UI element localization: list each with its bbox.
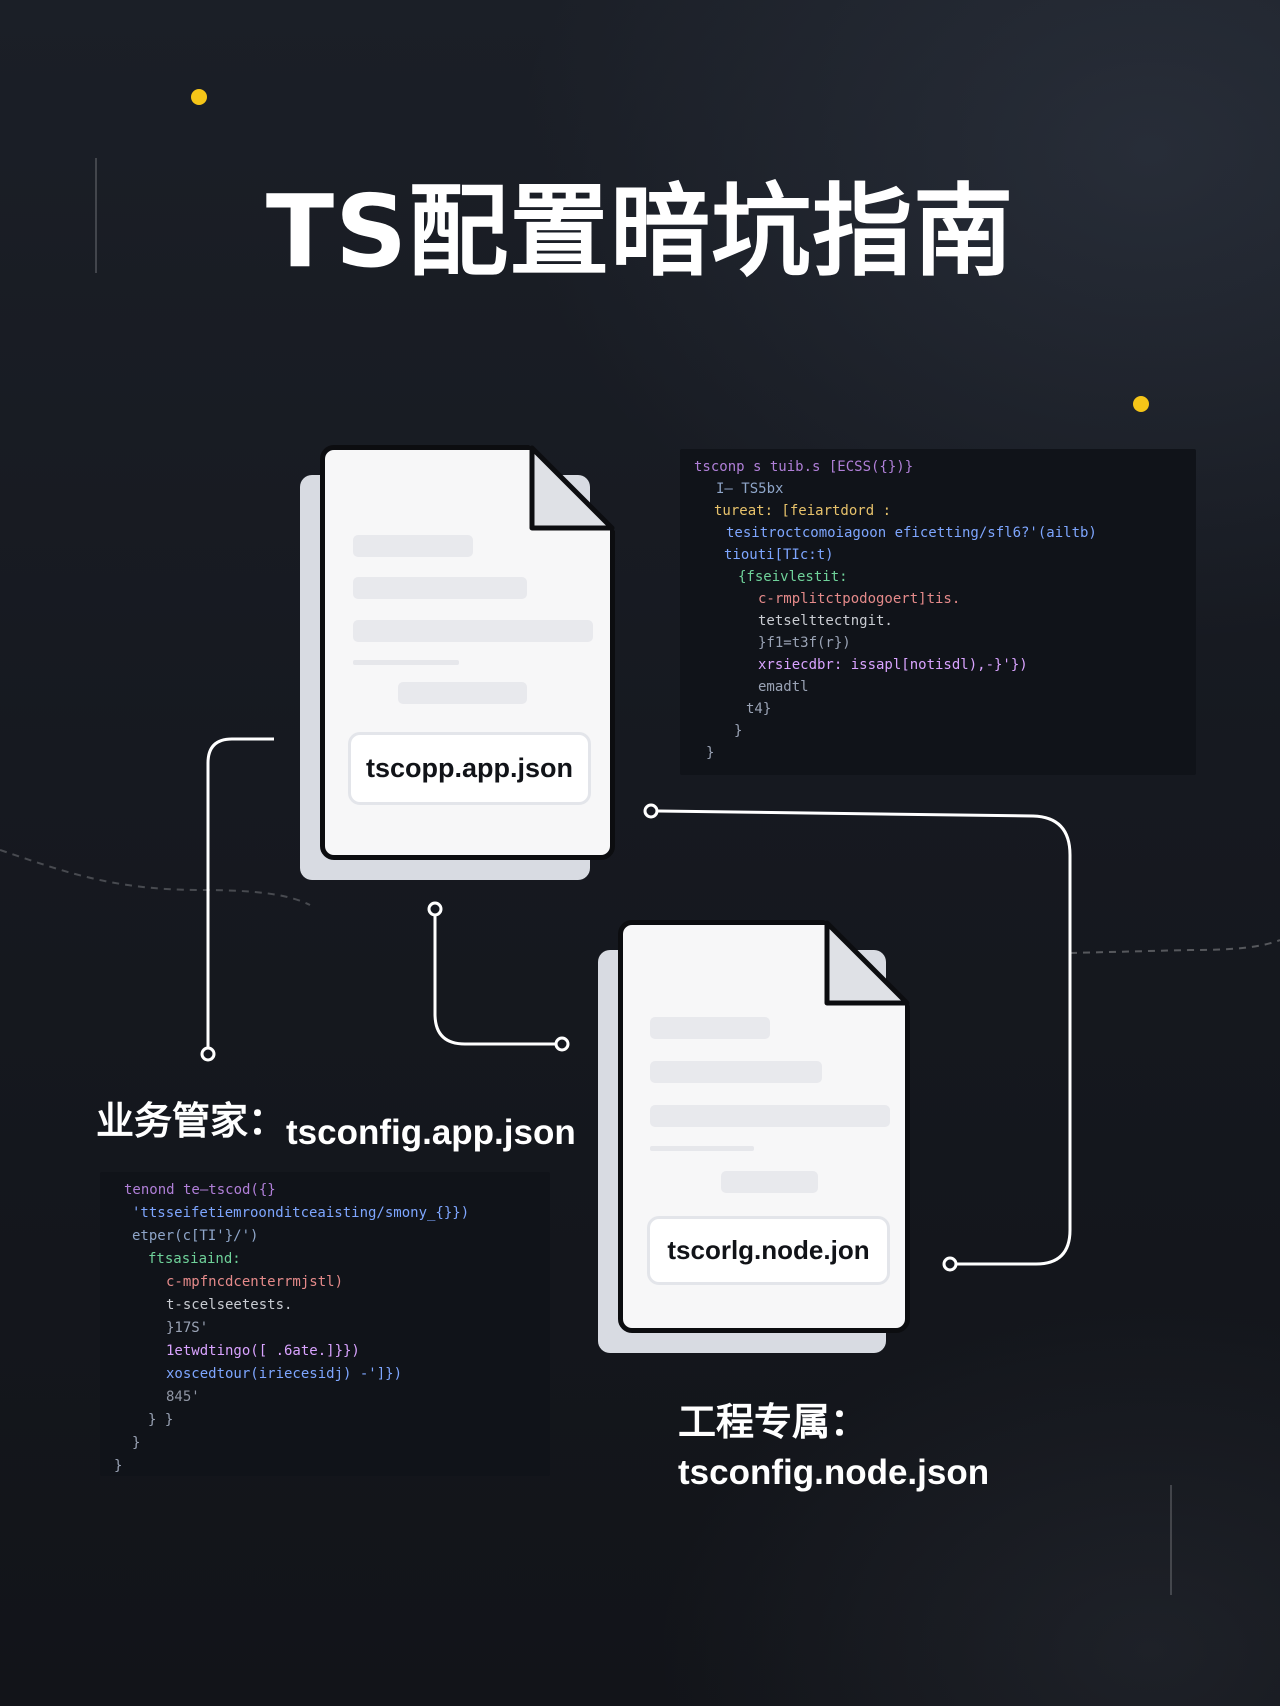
app-json-document: tscopp.app.json <box>300 445 615 880</box>
document-icon <box>529 445 615 531</box>
code-line: tenond te—tscod({} <box>124 1182 276 1198</box>
dashed-wave-right <box>1069 939 1280 954</box>
code-line: } <box>734 723 743 739</box>
decor-line-right <box>1170 1485 1172 1595</box>
connector-node-node-doc <box>554 1036 570 1052</box>
document-filename-label: tscopp.app.json <box>348 732 591 805</box>
document-filename-label: tscorlg.node.jon <box>647 1216 890 1285</box>
dashed-wave-left <box>0 849 311 906</box>
code-line: c-rmplitctpodogoert]tis. <box>758 591 961 607</box>
page-title: TS配置暗坑指南 <box>265 173 1015 290</box>
accent-dot-right <box>1133 396 1149 412</box>
app-caption-filename: tsconfig.app.json <box>286 1113 576 1152</box>
accent-dot-top-left <box>191 89 207 105</box>
connector-node-app-right <box>643 803 659 819</box>
code-line: 1etwdtingo([ .6ate.]}}) <box>166 1343 360 1359</box>
code-line: } <box>132 1435 141 1451</box>
code-line: tesitroctcomoiagoon eficetting/sfl6?'(ai… <box>726 525 1097 541</box>
code-line: tureat: [feiartdord : <box>714 503 892 519</box>
connector-app-to-caption <box>206 737 274 1052</box>
code-line: } <box>706 745 715 761</box>
code-line: } <box>114 1458 123 1474</box>
code-line: }f1=t3f(r}) <box>758 635 851 651</box>
decor-line-left <box>95 158 97 273</box>
code-line: 845' <box>166 1389 200 1405</box>
connector-app-to-node-doc <box>433 910 556 1046</box>
code-snippet-top: tsconp s tuib.s [ECSS({})} I— TS5bx tureat… <box>680 449 1196 775</box>
node-json-document: tscorlg.node.jon <box>598 920 910 1353</box>
document-icon <box>824 920 910 1006</box>
code-line: } } <box>148 1412 174 1428</box>
connector-node-node-right <box>942 1256 958 1272</box>
code-line: tetselttectngit. <box>758 613 893 629</box>
code-line: tsconp s tuib.s [ECSS({})} <box>694 459 914 475</box>
code-line: emadtl <box>758 679 809 695</box>
app-caption-heading: 业务管家： <box>96 1099 287 1143</box>
code-line: 'ttsseifetiemroonditceaisting/smony_{}}) <box>132 1205 470 1221</box>
code-line: ftsasiaind: <box>148 1251 241 1267</box>
connector-app-to-node-right <box>657 809 1072 1266</box>
connector-node-app-caption <box>200 1046 216 1062</box>
code-line: c-mpfncdcenterrmjstl) <box>166 1274 344 1290</box>
code-line: I— TS5bx <box>716 481 784 497</box>
code-line: xrsiecdbr: issapl[notisdl),-}'}) <box>758 657 1028 673</box>
connector-node-app-bottom <box>427 901 443 917</box>
code-line: t4} <box>746 701 772 717</box>
code-line: xoscedtour(iriecesidj) -']}) <box>166 1366 403 1382</box>
code-snippet-bottom: tenond te—tscod({} 'ttsseifetiemroonditce… <box>100 1172 550 1476</box>
document-page: tscorlg.node.jon <box>618 920 910 1333</box>
code-line: t-scelseetests. <box>166 1297 293 1313</box>
code-line: etper(c[TI'}/') <box>132 1228 259 1244</box>
code-line: {fseivlestit: <box>738 569 848 585</box>
code-line: tiouti[TIc:t) <box>724 547 834 563</box>
node-caption-heading: 工程专属： <box>678 1400 869 1444</box>
code-line: }17S' <box>166 1320 209 1336</box>
node-caption-filename: tsconfig.node.json <box>678 1453 990 1492</box>
